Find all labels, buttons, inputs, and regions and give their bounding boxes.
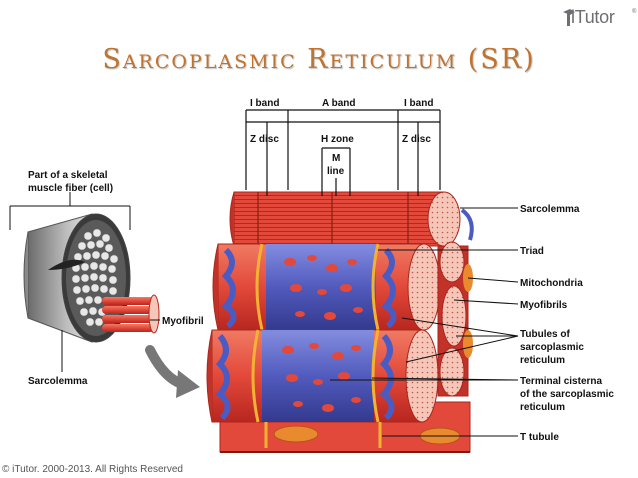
logo-registered-mark: ®	[632, 9, 637, 15]
label-z-disc-right: Z disc	[402, 134, 431, 145]
middle-sr-sleeve	[212, 243, 441, 331]
page-title: Sarcoplasmic Reticulum (SR)	[102, 44, 536, 75]
label-h-zone: H zone	[321, 134, 354, 145]
label-a-band: A band	[322, 98, 356, 109]
myofibril-strand	[102, 294, 160, 334]
label-myofibril: Myofibril	[162, 316, 204, 327]
copyright-notice: © iTutor. 2000-2013. All Rights Reserved	[2, 464, 183, 475]
label-tubules-2: sarcoplasmic	[520, 342, 584, 353]
label-fiber-2: muscle fiber (cell)	[28, 183, 113, 194]
label-m-line-2: line	[327, 166, 345, 177]
myofibril-cross-sections	[437, 208, 474, 397]
label-terminal-3: reticulum	[520, 402, 565, 413]
label-fiber-1: Part of a skeletal	[28, 170, 108, 181]
band-markers	[245, 109, 441, 196]
zoom-arrow-icon	[145, 345, 200, 398]
graduation-cap-icon	[563, 9, 575, 26]
left-leader-lines	[9, 192, 160, 372]
label-mitochondria: Mitochondria	[520, 278, 583, 289]
label-tubules-1: Tubules of	[520, 329, 570, 340]
label-terminal-2: of the sarcoplasmic	[520, 389, 614, 400]
bottom-sr-sleeve	[206, 329, 439, 423]
logo-text: iTutor	[571, 7, 615, 27]
label-myofibrils: Myofibrils	[520, 300, 568, 311]
label-tubules-3: reticulum	[520, 355, 565, 366]
label-sarcolemma-left: Sarcolemma	[28, 376, 88, 387]
label-terminal-1: Terminal cisterna	[520, 376, 603, 387]
itutor-logo: iTutor ®	[561, 6, 637, 30]
label-z-disc-left: Z disc	[250, 134, 279, 145]
leader-lines	[330, 207, 519, 437]
label-m-line-1: M	[332, 153, 340, 164]
label-t-tubule: T tubule	[520, 432, 559, 443]
top-myofibril	[229, 191, 461, 247]
label-i-band-left: I band	[250, 98, 279, 109]
label-triad: Triad	[520, 246, 544, 257]
label-i-band-right: I band	[404, 98, 433, 109]
label-sarcolemma-right: Sarcolemma	[520, 204, 580, 215]
